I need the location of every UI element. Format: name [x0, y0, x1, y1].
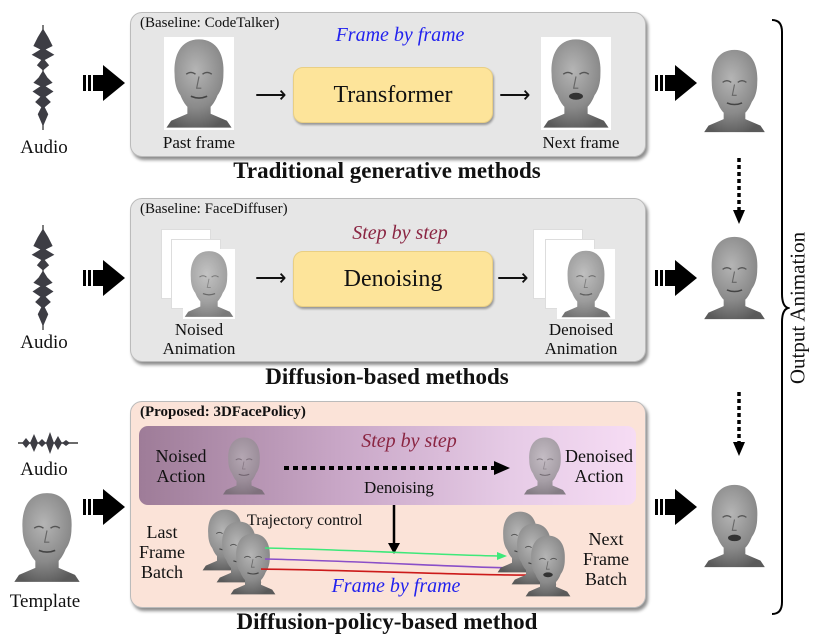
- past-frame-caption: Past frame: [162, 133, 236, 152]
- frame-by-frame-label-row1: Frame by frame: [335, 24, 465, 46]
- trajectory-red: [261, 568, 534, 576]
- facediffuser-panel: (Baseline: FaceDiffuser) Noised Animatio…: [130, 198, 646, 362]
- input-arrow-row1: [83, 63, 125, 103]
- audio-waveform-row3: [18, 430, 78, 456]
- dotted-down-arrow-1: [733, 158, 745, 224]
- trajectory-purple: [264, 558, 520, 569]
- noised-action-label: Noised Action: [155, 446, 207, 486]
- denoising-module: Denoising: [293, 251, 493, 307]
- trajectory-control-arrow: [388, 505, 400, 554]
- template-face: [12, 490, 82, 585]
- noised-animation-caption: Noised Animation: [162, 320, 236, 358]
- next-frame-batch-label: Next Frame Batch: [583, 529, 629, 589]
- audio-label-row3: Audio: [20, 459, 68, 480]
- template-label: Template: [9, 591, 81, 612]
- denoising-action-band: Noised Action Step by step Denoising Den…: [139, 426, 636, 505]
- transformer-module: Transformer: [293, 67, 493, 123]
- input-arrow-row3: [83, 487, 125, 527]
- arrow-from-denoising: ⟶: [497, 265, 529, 290]
- dotted-down-arrow-2: [733, 392, 745, 456]
- next-frame-batch-faces: [496, 510, 576, 600]
- proposed-tag: (Proposed: 3DFacePolicy): [140, 404, 306, 420]
- noised-animation-image: [161, 229, 241, 319]
- output-animation-label: Output Animation: [785, 231, 810, 385]
- section-title-diffusion: Diffusion-based methods: [265, 364, 509, 389]
- step-by-step-label-row2: Step by step: [352, 222, 448, 244]
- arrow-to-transformer: ⟶: [255, 82, 287, 107]
- trajectory-green: [264, 547, 505, 557]
- output-arrow-row1: [655, 63, 697, 103]
- denoising-label-row3: Denoising: [364, 478, 434, 497]
- output-face-row1: [702, 40, 767, 142]
- section-title-diffusion-policy: Diffusion-policy-based method: [236, 609, 538, 634]
- denoising-label: Denoising: [343, 265, 443, 292]
- transformer-label: Transformer: [333, 81, 453, 108]
- dotted-denoising-arrow: [284, 461, 510, 475]
- baseline-tag-codetalker: (Baseline: CodeTalker): [140, 15, 280, 31]
- output-arrow-row3: [655, 487, 697, 527]
- codetalker-panel: (Baseline: CodeTalker) Past frame ⟶ Fram…: [130, 12, 646, 157]
- section-title-traditional: Traditional generative methods: [233, 158, 541, 183]
- 3dfacepolicy-panel: (Proposed: 3DFacePolicy) Noised Action S…: [130, 401, 646, 608]
- denoised-animation-image: [533, 229, 623, 319]
- denoised-animation-caption: Denoised Animation: [544, 320, 618, 358]
- next-frame-image: [541, 37, 611, 130]
- last-frame-batch-label: Last Frame Batch: [139, 522, 185, 582]
- past-frame-image: [164, 37, 234, 130]
- audio-label-row1: Audio: [20, 137, 68, 158]
- output-face-row2: [702, 227, 767, 329]
- next-frame-caption: Next frame: [542, 133, 620, 152]
- baseline-tag-facediffuser: (Baseline: FaceDiffuser): [140, 201, 288, 217]
- denoised-action-label: Denoised Action: [565, 446, 633, 486]
- input-arrow-row2: [83, 258, 125, 298]
- audio-waveform-row2: [28, 225, 58, 330]
- arrow-to-denoising: ⟶: [255, 265, 287, 290]
- step-by-step-label-row3: Step by step: [361, 430, 457, 452]
- arrow-from-transformer: ⟶: [499, 82, 531, 107]
- output-arrow-row2: [655, 258, 697, 298]
- frame-by-frame-label-row3: Frame by frame: [331, 575, 461, 597]
- noised-action-face: [221, 436, 267, 496]
- output-face-row3: [702, 475, 767, 577]
- output-brace: [771, 19, 790, 615]
- audio-waveform-row1: [28, 25, 58, 130]
- trajectory-control-label: Trajectory control: [247, 512, 363, 529]
- audio-label-row2: Audio: [20, 332, 68, 353]
